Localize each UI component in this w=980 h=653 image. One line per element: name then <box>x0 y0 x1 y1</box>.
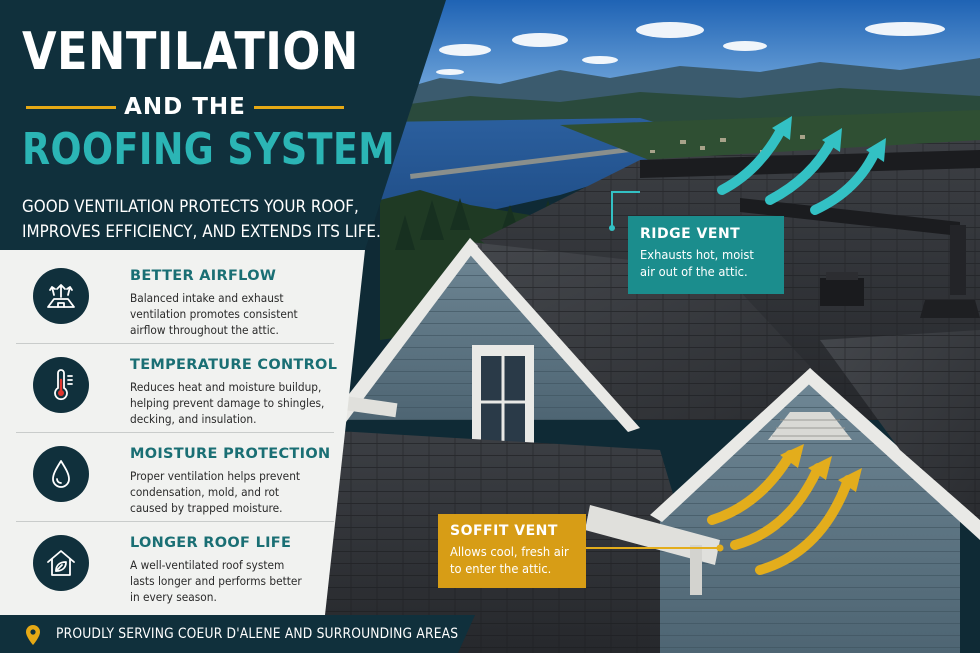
feature-divider <box>16 343 334 344</box>
page-subtitle: ROOFING SYSTEM <box>22 124 396 175</box>
title-connector: AND THE <box>124 94 246 120</box>
feature-desc-line: condensation, mold, and rot <box>130 485 280 499</box>
feature-title: MOISTURE PROTECTION <box>130 446 331 462</box>
ridge-leader-line <box>611 191 640 228</box>
feature-description: Proper ventilation helps prevent condens… <box>130 468 330 516</box>
soffit-vent-callout: SOFFIT VENT Allows cool, fresh air to en… <box>438 514 586 588</box>
water-drop-icon <box>33 446 89 502</box>
feature-desc-line: airflow throughout the attic. <box>130 323 279 337</box>
callout-desc-line: Allows cool, fresh air <box>450 544 569 559</box>
feature-desc-line: lasts longer and performs better <box>130 574 302 588</box>
footer-bar: PROUDLY SERVING COEUR D'ALENE AND SURROU… <box>0 615 475 653</box>
header-panel <box>0 0 446 250</box>
location-pin-icon <box>24 624 42 650</box>
tagline-line-2: IMPROVES EFFICIENCY, AND EXTENDS ITS LIF… <box>22 222 381 241</box>
feature-desc-line: helping prevent damage to shingles, <box>130 396 325 410</box>
ridge-vent-title: RIDGE VENT <box>640 226 741 242</box>
feature-moisture-protection: MOISTURE PROTECTION Proper ventilation h… <box>0 432 345 520</box>
gold-divider-left <box>26 106 116 109</box>
ridge-vent-callout: RIDGE VENT Exhausts hot, moist air out o… <box>628 216 784 294</box>
feature-description: Reduces heat and moisture buildup, helpi… <box>130 379 330 427</box>
callout-desc-line: to enter the attic. <box>450 561 552 576</box>
feature-desc-line: Balanced intake and exhaust <box>130 291 284 305</box>
feature-title: BETTER AIRFLOW <box>130 268 277 284</box>
soffit-vent-description: Allows cool, fresh air to enter the atti… <box>450 543 574 577</box>
tagline: GOOD VENTILATION PROTECTS YOUR ROOF, IMP… <box>22 194 381 244</box>
airflow-icon <box>33 268 89 324</box>
soffit-airflow-arrows <box>707 450 853 575</box>
ridge-vent-description: Exhausts hot, moist air out of the attic… <box>640 246 772 280</box>
feature-longer-roof-life: LONGER ROOF LIFE A well-ventilated roof … <box>0 521 345 609</box>
page-title: VENTILATION <box>22 22 359 82</box>
callout-desc-line: Exhausts hot, moist <box>640 247 754 262</box>
feature-title: LONGER ROOF LIFE <box>130 535 292 551</box>
gold-divider-right <box>254 106 344 109</box>
feature-desc-line: Proper ventilation helps prevent <box>130 469 301 483</box>
feature-title: TEMPERATURE CONTROL <box>130 357 338 373</box>
feature-better-airflow: BETTER AIRFLOW Balanced intake and exhau… <box>0 254 345 342</box>
feature-desc-line: ventilation promotes consistent <box>130 307 298 321</box>
feature-desc-line: A well-ventilated roof system <box>130 558 285 572</box>
feature-desc-line: decking, and insulation. <box>130 412 257 426</box>
service-area-text: PROUDLY SERVING COEUR D'ALENE AND SURROU… <box>56 626 459 642</box>
feature-temperature-control: TEMPERATURE CONTROL Reduces heat and moi… <box>0 343 345 431</box>
feature-description: Balanced intake and exhaust ventilation … <box>130 290 330 338</box>
tagline-line-1: GOOD VENTILATION PROTECTS YOUR ROOF, <box>22 197 359 216</box>
feature-description: A well-ventilated roof system lasts long… <box>130 557 330 605</box>
soffit-vent-title: SOFFIT VENT <box>450 523 558 539</box>
feature-desc-line: Reduces heat and moisture buildup, <box>130 380 322 394</box>
callout-desc-line: air out of the attic. <box>640 264 748 279</box>
thermometer-icon <box>33 357 89 413</box>
feature-divider <box>16 521 334 522</box>
ridge-airflow-arrows <box>717 123 881 215</box>
feature-divider <box>16 432 334 433</box>
house-leaf-icon <box>33 535 89 591</box>
feature-desc-line: in every season. <box>130 590 217 604</box>
feature-desc-line: caused by trapped moisture. <box>130 501 283 515</box>
title-subline: AND THE <box>26 92 344 122</box>
